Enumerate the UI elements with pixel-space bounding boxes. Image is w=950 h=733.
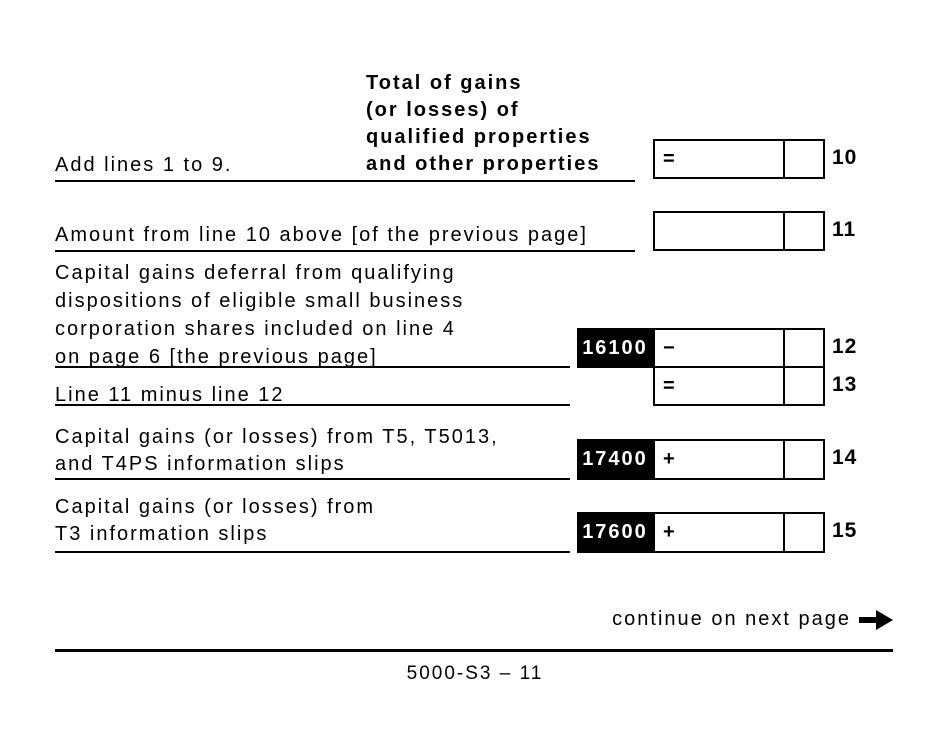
- row10-cents-field[interactable]: [783, 141, 823, 177]
- row12-label-line: dispositions of eligible small business: [55, 290, 465, 312]
- row13-cents-field[interactable]: [783, 368, 823, 404]
- row13-label: Line 11 minus line 12: [55, 384, 285, 406]
- row12-label-line: on page 6 [the previous page]: [55, 346, 378, 368]
- row14-underline: [55, 478, 570, 480]
- page-footer: 5000-S3 – 11: [406, 663, 544, 684]
- row10-amount-field[interactable]: =: [663, 147, 675, 170]
- continue-text: continue on next page: [612, 608, 851, 630]
- row14-label-line: Capital gains (or losses) from T5, T5013…: [55, 426, 499, 448]
- column-header-line: and other properties: [366, 153, 601, 175]
- row12-underline: [55, 366, 570, 368]
- row10-line-number: 10: [832, 146, 858, 169]
- row15-underline: [55, 551, 570, 553]
- row12-amount-field[interactable]: −: [663, 336, 675, 359]
- row15-field-code-box: 17600: [577, 512, 653, 553]
- row15-line-number: 15: [832, 519, 858, 542]
- row14-label: Capital gains (or losses) from T5, T5013…: [55, 424, 499, 478]
- column-header-line: Total of gains: [366, 72, 523, 94]
- row11-line-number: 11: [832, 218, 857, 241]
- column-header-line: (or losses) of: [366, 99, 520, 121]
- row10-underline: [55, 180, 635, 182]
- row13-amount-box: =: [653, 366, 825, 406]
- row15-amount-box: +: [653, 512, 825, 553]
- arrow-right-icon: [859, 609, 893, 631]
- row14-line-number: 14: [832, 446, 858, 469]
- row15-label-line: T3 information slips: [55, 523, 269, 545]
- column-header-line: qualified properties: [366, 126, 592, 148]
- continue-note: continue on next page: [612, 608, 893, 631]
- row12-cents-field[interactable]: [783, 330, 823, 366]
- row15-cents-field[interactable]: [783, 514, 823, 551]
- row15-label-line: Capital gains (or losses) from: [55, 496, 376, 518]
- row14-field-code-box: 17400: [577, 439, 653, 480]
- row11-underline: [55, 250, 635, 252]
- row13-underline: [55, 404, 570, 406]
- row13-amount-field[interactable]: =: [663, 374, 675, 397]
- row12-field-code-box: 16100: [577, 328, 653, 368]
- row13-line-number: 13: [832, 373, 858, 396]
- row10-label: Add lines 1 to 9.: [55, 154, 233, 176]
- row12-label-line: corporation shares included on line 4: [55, 318, 456, 340]
- row14-amount-field[interactable]: +: [663, 448, 675, 470]
- row11-label: Amount from line 10 above [of the previo…: [55, 224, 588, 246]
- row15-amount-field[interactable]: +: [663, 521, 675, 543]
- row15-label: Capital gains (or losses) from T3 inform…: [55, 494, 375, 548]
- row11-cents-field[interactable]: [783, 213, 823, 249]
- row14-amount-box: +: [653, 439, 825, 480]
- row10-amount-box: =: [653, 139, 825, 179]
- row12-line-number: 12: [832, 335, 858, 358]
- row12-amount-box: −: [653, 328, 825, 368]
- row14-label-line: and T4PS information slips: [55, 453, 346, 475]
- page-bottom-rule: [55, 649, 893, 652]
- row11-amount-field[interactable]: [655, 213, 783, 249]
- row11-amount-box: [653, 211, 825, 251]
- row14-cents-field[interactable]: [783, 441, 823, 478]
- column-header: Total of gains (or losses) of qualified …: [366, 70, 600, 178]
- row12-label-line: Capital gains deferral from qualifying: [55, 262, 456, 284]
- row12-label: Capital gains deferral from qualifying d…: [55, 259, 464, 371]
